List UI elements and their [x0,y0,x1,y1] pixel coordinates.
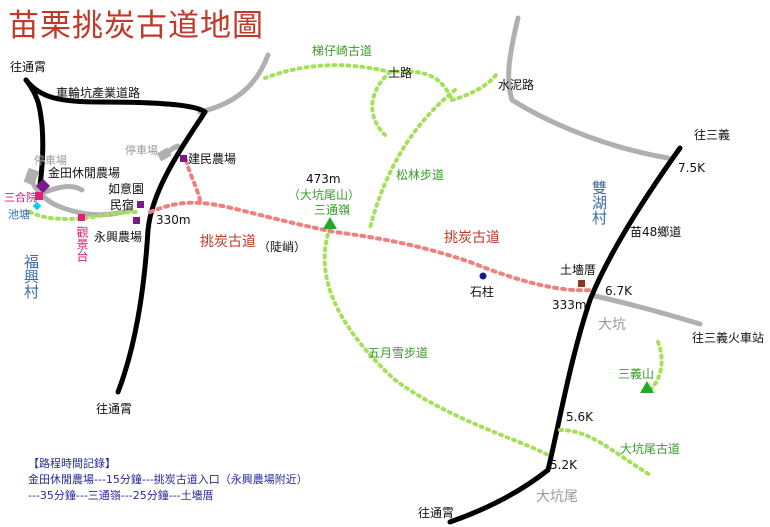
ruyiyuan-label: 如意園 [108,182,145,196]
cement-road-label: 水泥路 [498,78,535,92]
miao48-road [447,145,683,525]
dakengwei-label: 大坑尾 [536,489,578,505]
santongling-label: 三通嶺 [314,203,351,217]
tizaiqi-trail-label: 梯仔崎古道 [312,44,373,58]
miao48-label: 苗48鄉道 [630,225,682,239]
dakeng-mtn-label: （大坑尾山） [288,188,361,202]
pond-marker [32,201,42,211]
sanyi-mtn-peak-icon [640,381,654,393]
elev-330-label: 330m [156,213,191,227]
parking-2-square [156,147,172,162]
dakeng-label: 大坑 [598,317,626,333]
jianmin-farm-label: 建民農場 [188,152,237,166]
ruyiyuan-marker [137,201,144,208]
tuwucuo-label: 土墻厝 [560,263,597,277]
minsu-label: 民宿 [110,198,135,212]
travel-time-legend: 【路程時間記錄】 金田休閒農場---15分鐘---挑炭古道入口（永興農場附近） … [28,456,308,504]
tizaiqi-trail [263,63,454,102]
road-to-top-center [197,52,271,115]
legend-header: 【路程時間記錄】 [28,457,116,470]
legend-line-2: ---35分鐘---三通嶺---25分鐘---土墻厝 [28,489,214,502]
road-west-branch [23,77,46,188]
guanjingtai-label: 觀景台 [75,226,89,262]
yongxing-farm-label: 永興農場 [94,230,143,244]
guanjingtai-marker [78,214,85,221]
green-trails [28,63,664,477]
sanyi-mtn-label: 三義山 [618,367,655,381]
parking-1-square [23,167,40,186]
guanjing-trail [28,210,142,221]
to-sanyi-label: 往三義 [694,128,731,142]
red-trail [148,158,592,293]
pond-label: 池塘 [8,208,30,221]
wuyuexue-trail-label: 五月雪步道 [368,346,429,360]
dirt-road-label: 土路 [388,66,413,80]
to-tongxiao-s-label: 往通霄 [418,506,455,520]
road-to-sanyi-station [592,293,703,327]
road-jiantian [37,184,85,197]
legend-line-1: 金田休閒農場---15分鐘---挑炭古道入口（永興農場附近） [28,473,308,486]
jiantian-farm-label: 金田休閒農場 [48,166,121,180]
km-56-label: 5.6K [566,410,593,424]
shuanghu-village-label: 雙湖村 [590,180,608,225]
to-tongxiao-sw-label: 往通霄 [96,402,133,416]
shizhu-marker [479,272,487,280]
km-67-label: 6.7K [605,284,632,298]
jianmin-farm-marker [180,155,187,162]
steep-note-label: （陡峭） [258,240,307,254]
sanheyuan-marker [35,192,43,200]
sanheyuan-label: 三合院 [4,191,37,204]
road-south-to-tongxiao [115,109,208,395]
dakengwei-trail-label: 大坑尾古道 [620,442,681,456]
parking-2-label: 停車場 [125,144,158,157]
main-roads [23,77,683,525]
chelungkeng-road [23,77,208,115]
songlin-trail [368,88,457,230]
tuwucuo-marker [578,280,585,287]
parking-1-label: 停車場 [34,154,67,167]
cement-road [506,15,671,161]
songlin-trail-label: 松林步道 [396,168,445,182]
elev-473-label: 473m [306,172,341,186]
km-52-label: 5.2K [550,458,577,472]
tiaotan-steep-label: 挑炭古道 [200,234,256,250]
santongling-peak-icon [323,217,337,229]
dakengwei-trail [558,428,652,477]
elev-333-label: 333m [552,298,587,312]
km-75-label: 7.5K [678,161,705,175]
to-sanyi-station-label: 往三義火車站 [692,331,765,345]
yongxing-farm-marker [133,217,140,224]
tiaotan-trail [148,200,592,293]
cement-road-trail [450,70,500,102]
map-title: 苗栗挑炭古道地圖 [8,8,264,44]
fuxing-village-label: 福興村 [22,254,40,299]
dirt-road-loop [370,70,392,137]
wuyuexue-trail [322,226,550,457]
shizhu-label: 石柱 [470,285,495,299]
tiaotan-main-label: 挑炭古道 [444,230,500,246]
jianmin-branch [184,158,202,202]
to-tongxiao-nw-label: 往通霄 [10,60,47,74]
chelungkeng-road-label: 車輪坑產業道路 [56,86,141,100]
